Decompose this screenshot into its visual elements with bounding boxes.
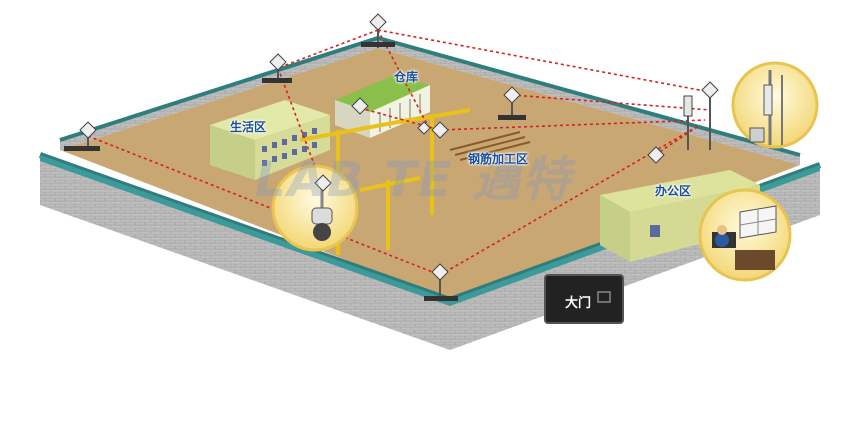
front-left-wall — [40, 155, 450, 350]
zone-label-living-area: 生活区 — [230, 120, 267, 134]
antenna-node-rebar — [498, 86, 526, 120]
tower-crane-3 — [359, 176, 421, 250]
antenna-node-center — [417, 121, 449, 139]
monitoring-station-callout — [698, 188, 792, 282]
antenna-node-left — [64, 121, 100, 151]
back-right-wall — [378, 38, 800, 165]
back-left-wall — [60, 38, 378, 150]
watermark: LAB TE 邁特 — [255, 152, 573, 208]
ptz-camera-callout — [271, 164, 359, 252]
antenna-node-office-2 — [647, 146, 665, 164]
antenna-node-gate — [424, 263, 458, 301]
living-area-building — [210, 100, 330, 180]
rebar-materials — [449, 131, 531, 161]
zone-label-office: 办公区 — [655, 184, 692, 198]
antenna-tower-callout — [731, 61, 819, 149]
zone-label-rebar-processing: 钢筋加工区 — [468, 152, 529, 166]
antenna-node-top — [361, 13, 395, 48]
tower-crane-2 — [399, 108, 471, 215]
antenna-node-office — [683, 81, 719, 150]
gate-panel — [544, 274, 624, 324]
zone-label-gate: 大门 — [565, 296, 592, 311]
antenna-node-living — [262, 53, 292, 83]
antenna-node-warehouse — [351, 97, 369, 115]
zone-label-warehouse: 仓库 — [394, 70, 419, 84]
